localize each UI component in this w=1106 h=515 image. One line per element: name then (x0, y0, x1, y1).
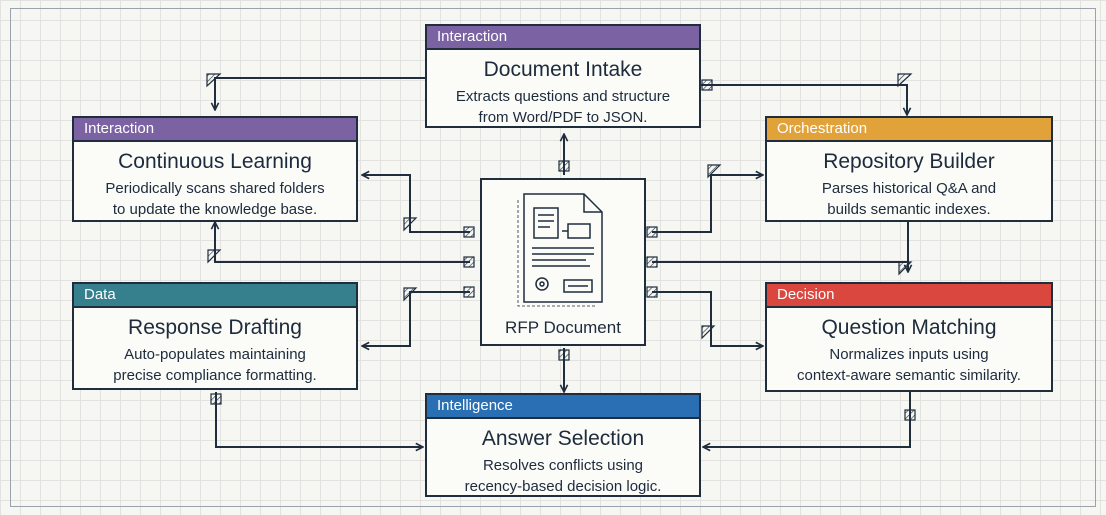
document-icon (517, 193, 603, 307)
connector-drafting-to-selection (215, 392, 423, 447)
connector-matching-to-selection (703, 392, 911, 447)
description-line: to update the knowledge base. (112, 201, 318, 218)
description-line: builds semantic indexes. (827, 201, 991, 218)
node-description: Auto-populates maintaining precise compl… (74, 344, 356, 386)
category-tag: Data (74, 284, 356, 308)
description-line: recency-based decision logic. (464, 478, 662, 495)
node-title: Answer Selection (481, 427, 645, 450)
node-description: Parses historical Q&A and builds semanti… (767, 178, 1051, 220)
connector-center-to-learning (362, 175, 470, 233)
category-tag: Decision (767, 284, 1051, 308)
description-line: Periodically scans shared folders (105, 180, 325, 197)
node-title: Response Drafting (128, 316, 302, 339)
repository-builder-node: Orchestration Repository Builder Parses … (765, 116, 1053, 222)
connector-intake-left (215, 77, 430, 110)
node-description: Resolves conflicts using recency-based d… (427, 455, 699, 497)
document-intake-node: Interaction Document Intake Extracts que… (425, 24, 701, 128)
description-line: Extracts questions and structure (455, 88, 671, 105)
description-line: Normalizes inputs using (829, 346, 989, 363)
answer-selection-node: Intelligence Answer Selection Resolves c… (425, 393, 701, 497)
node-title: Question Matching (821, 316, 997, 339)
description-line: precise compliance formatting. (113, 367, 317, 384)
diagram-frame (10, 8, 1096, 507)
rfp-document-label: RFP Document (505, 318, 621, 337)
node-title: Continuous Learning (118, 150, 312, 173)
rfp-document-node (480, 178, 646, 346)
description-line: Auto-populates maintaining (124, 346, 306, 363)
category-tag: Interaction (74, 118, 356, 142)
question-matching-node: Decision Question Matching Normalizes in… (765, 282, 1053, 392)
node-title: Document Intake (483, 58, 643, 81)
description-line: context-aware semantic similarity. (797, 367, 1021, 384)
description-line: Resolves conflicts using (482, 457, 644, 474)
description-line: Parses historical Q&A and (821, 180, 997, 197)
continuous-learning-node: Interaction Continuous Learning Periodic… (72, 116, 358, 222)
category-tag: Interaction (427, 26, 699, 50)
category-tag: Intelligence (427, 395, 699, 419)
hatched-joints (206, 72, 916, 421)
connector-intake-right (700, 84, 907, 115)
connector-center-to-matching (652, 291, 763, 346)
node-description: Periodically scans shared folders to upd… (74, 178, 356, 220)
connector-center-to-repository (652, 175, 763, 233)
category-tag: Orchestration (767, 118, 1051, 142)
response-drafting-node: Data Response Drafting Auto-populates ma… (72, 282, 358, 390)
node-description: Normalizes inputs using context-aware se… (767, 344, 1051, 386)
description-line: from Word/PDF to JSON. (478, 109, 648, 126)
connector-center-to-drafting (362, 291, 470, 346)
node-description: Extracts questions and structure from Wo… (427, 86, 699, 128)
node-title: Repository Builder (823, 150, 995, 173)
connector-center-loop-left (215, 222, 470, 263)
